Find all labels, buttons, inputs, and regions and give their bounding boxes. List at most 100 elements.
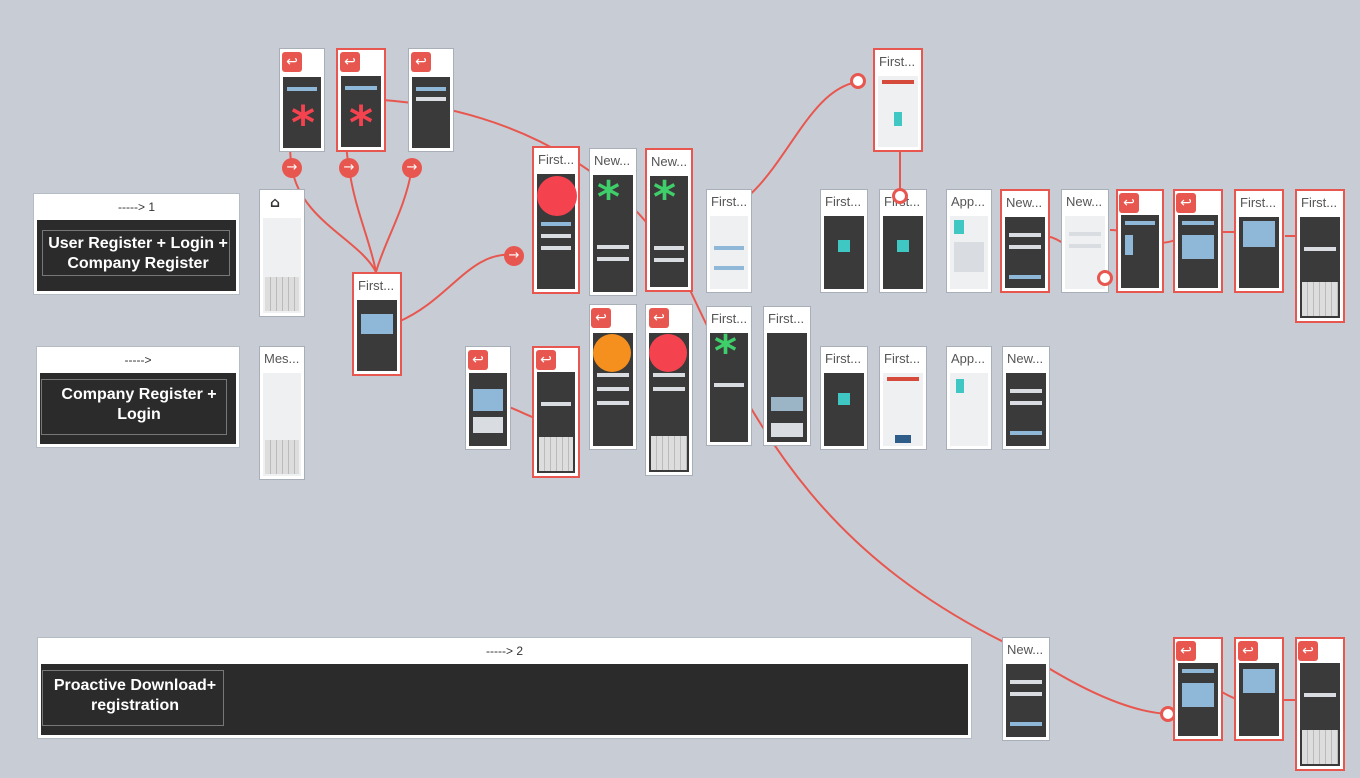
screen-thumbnail[interactable]: First...	[820, 189, 868, 293]
screen-title: First...	[825, 351, 862, 366]
screen-thumbnail[interactable]	[645, 304, 693, 476]
screen-thumbnail[interactable]: App...	[946, 346, 992, 450]
screen-thumbnail[interactable]: First...	[879, 189, 927, 293]
screen-preview	[593, 175, 633, 292]
screen-thumbnail[interactable]	[1234, 637, 1284, 741]
screen-thumbnail[interactable]: First...	[532, 146, 580, 294]
back-icon[interactable]: ↩	[411, 52, 431, 72]
back-icon[interactable]: ↩	[282, 52, 302, 72]
screen-title: First...	[825, 194, 862, 209]
screen-preview	[469, 373, 507, 446]
screen-thumbnail[interactable]: New...	[645, 148, 693, 292]
back-icon[interactable]: ↩	[591, 308, 611, 328]
text-selection-box[interactable]	[42, 230, 230, 276]
asterisk-icon: *	[349, 96, 374, 150]
screen-preview	[1121, 215, 1159, 288]
group-title[interactable]: Company Register + Login	[61, 386, 217, 423]
screen-thumbnail[interactable]: First...	[763, 306, 811, 446]
screen-title: New...	[1007, 642, 1044, 657]
screen-title: App...	[951, 351, 985, 366]
red-dot-icon	[537, 176, 577, 216]
screen-thumbnail[interactable]: First...	[352, 272, 402, 376]
screen-preview	[1006, 664, 1046, 737]
screen-thumbnail[interactable]	[1295, 637, 1345, 771]
screen-preview	[950, 373, 988, 446]
screen-thumbnail[interactable]: Mes...	[259, 346, 305, 480]
group-title[interactable]: Proactive Download+ registration	[53, 677, 217, 714]
arrow-right-icon[interactable]: →	[504, 246, 524, 266]
screen-title: New...	[651, 154, 688, 169]
back-icon[interactable]: ↩	[536, 350, 556, 370]
back-icon[interactable]: ↩	[340, 52, 360, 72]
screen-preview	[341, 76, 381, 147]
back-icon[interactable]: ↩	[1238, 641, 1258, 661]
screen-preview	[1006, 373, 1046, 446]
screen-thumbnail[interactable]: First...	[1295, 189, 1345, 323]
screen-thumbnail[interactable]: First...	[879, 346, 927, 450]
screen-preview	[883, 216, 923, 289]
screen-preview	[1239, 217, 1279, 288]
screen-title: App...	[951, 194, 985, 209]
screen-title: New...	[1066, 194, 1103, 209]
screen-preview	[1239, 663, 1279, 736]
back-icon[interactable]: ↩	[1176, 193, 1196, 213]
screen-thumbnail[interactable]	[1173, 637, 1223, 741]
screen-thumbnail[interactable]: First...	[706, 306, 752, 446]
screen-thumbnail[interactable]: App...	[946, 189, 992, 293]
screen-preview	[263, 373, 301, 476]
group-panel-3[interactable]: -----> 2 Proactive Download+ registratio…	[37, 637, 972, 739]
screen-thumbnail[interactable]: New...	[589, 148, 637, 296]
arrow-right-icon[interactable]: →	[402, 158, 422, 178]
screen-title: First...	[358, 278, 395, 293]
screen-thumbnail[interactable]: First...	[706, 189, 752, 293]
group-caption: -----> 2	[486, 644, 523, 658]
text-selection-box[interactable]	[42, 670, 224, 726]
screen-preview	[883, 373, 923, 446]
screen-title: New...	[1007, 351, 1044, 366]
back-icon[interactable]: ↩	[468, 350, 488, 370]
screen-thumbnail[interactable]	[279, 48, 325, 152]
screen-preview	[767, 333, 807, 442]
screen-title: First...	[538, 152, 575, 167]
screen-preview	[710, 216, 748, 289]
screen-thumbnail[interactable]	[1173, 189, 1223, 293]
screen-thumbnail[interactable]: New...	[1002, 346, 1050, 450]
group-panel-2[interactable]: -----> Company Register + Login	[36, 346, 240, 448]
screen-thumbnail[interactable]: First...	[873, 48, 923, 152]
screen-preview	[878, 76, 918, 147]
link-anchor-icon[interactable]	[850, 73, 866, 89]
orange-dot-icon	[593, 334, 631, 372]
screen-title: Mes...	[264, 351, 300, 366]
back-icon[interactable]: ↩	[1119, 193, 1139, 213]
screen-thumbnail[interactable]: New...	[1000, 189, 1050, 293]
screen-preview	[950, 216, 988, 289]
group-title[interactable]: User Register + Login + Company Register	[48, 235, 228, 272]
link-anchor-icon[interactable]	[892, 188, 908, 204]
group-caption: -----> 1	[118, 200, 155, 214]
screen-preview	[710, 333, 748, 442]
screen-thumbnail[interactable]: ⌂	[259, 189, 305, 317]
screen-thumbnail[interactable]: First...	[820, 346, 868, 450]
screen-title: First...	[768, 311, 805, 326]
back-icon[interactable]: ↩	[1176, 641, 1196, 661]
screen-preview	[650, 176, 688, 287]
screen-thumbnail[interactable]: First...	[1234, 189, 1284, 293]
link-anchor-icon[interactable]	[1097, 270, 1113, 286]
asterisk-icon: *	[653, 172, 677, 223]
screen-preview	[1178, 215, 1218, 288]
text-selection-box[interactable]	[41, 379, 227, 435]
group-title-area: User Register + Login + Company Register	[37, 220, 236, 291]
group-panel-1[interactable]: -----> 1 User Register + Login + Company…	[33, 193, 240, 295]
screen-preview	[412, 77, 450, 148]
arrow-right-icon[interactable]: →	[282, 158, 302, 178]
arrow-right-icon[interactable]: →	[339, 158, 359, 178]
screen-title: First...	[1240, 195, 1277, 210]
group-title-area: Proactive Download+ registration	[41, 664, 968, 735]
screen-thumbnail[interactable]: New...	[1002, 637, 1050, 741]
back-icon[interactable]: ↩	[1298, 641, 1318, 661]
back-icon[interactable]: ↩	[649, 308, 669, 328]
screen-thumbnail[interactable]	[1116, 189, 1164, 293]
screen-title: First...	[884, 351, 921, 366]
screen-preview	[283, 77, 321, 148]
